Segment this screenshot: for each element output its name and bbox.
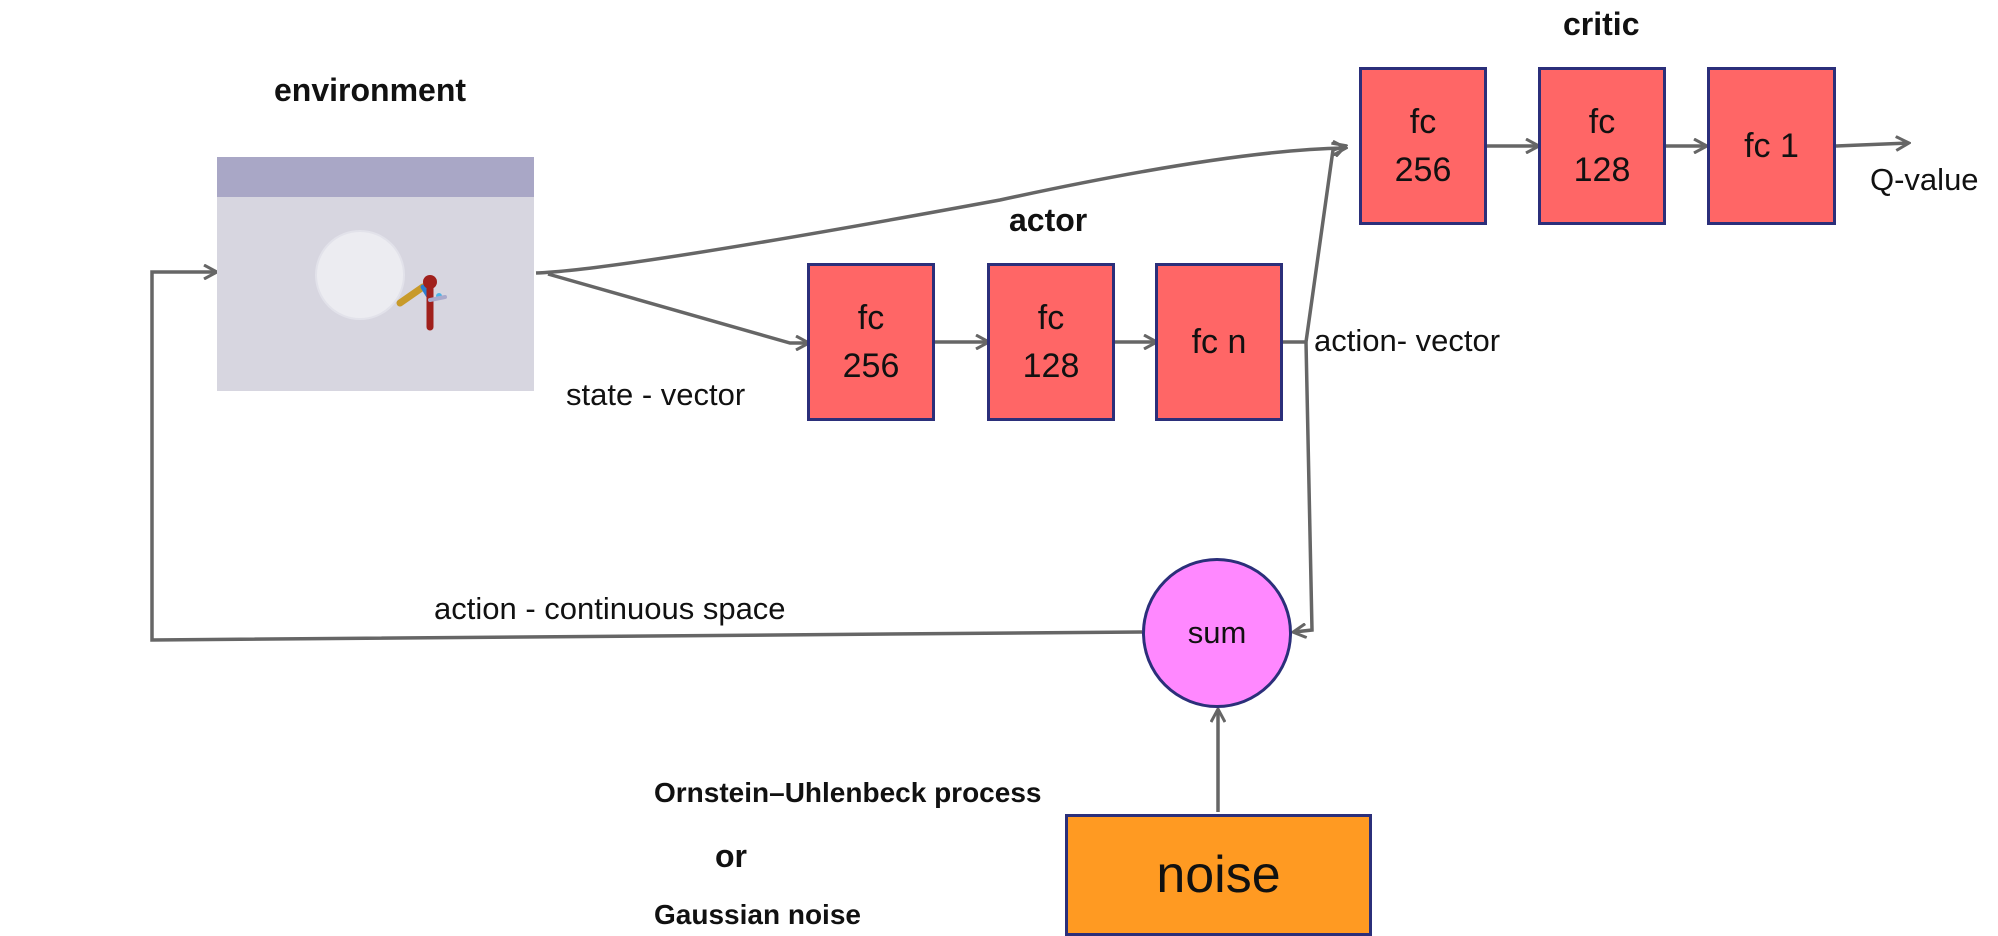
critic-fc128-layer: fc 128 <box>1538 67 1666 225</box>
arrow-state-to-actor <box>547 272 808 343</box>
critic-fc256-layer: fc 256 <box>1359 67 1487 225</box>
critic-fc128-name: fc <box>1588 103 1616 141</box>
critic-fc128-units: 128 <box>1573 151 1631 189</box>
critic-title: critic <box>1563 6 1640 42</box>
actor-title: actor <box>1009 202 1088 238</box>
q-value-label: Q-value <box>1870 162 1979 197</box>
actor-fcn-name: fc n <box>1191 323 1247 361</box>
actor-fc128-units: 128 <box>1022 347 1080 385</box>
actor-fc256-layer: fc 256 <box>807 263 935 421</box>
arrow-action-to-sum <box>1294 341 1314 632</box>
critic-fc256-units: 256 <box>1394 151 1452 189</box>
environment-title: environment <box>274 72 467 108</box>
environment-render <box>217 157 534 391</box>
arrow-action-to-critic <box>1304 146 1345 343</box>
actor-fc256-units: 256 <box>842 347 900 385</box>
actor-fc128-layer: fc 128 <box>987 263 1115 421</box>
state-vector-label: state - vector <box>566 377 746 412</box>
arrow-critic-to-qvalue <box>1835 143 1908 146</box>
gaussian-noise-label: Gaussian noise <box>654 899 861 930</box>
actor-fc256-name: fc <box>857 299 885 337</box>
arrow-state-to-critic <box>535 148 1345 275</box>
actor-fc128-name: fc <box>1037 299 1065 337</box>
action-continuous-label: action - continuous space <box>434 591 786 626</box>
arrow-feedback-to-env <box>150 272 1143 642</box>
or-label: or <box>715 838 747 874</box>
actor-fcn-layer: fc n <box>1155 263 1283 421</box>
reacher-robot-icon <box>315 230 447 331</box>
action-vector-label: action- vector <box>1314 323 1501 358</box>
critic-fc256-name: fc <box>1409 103 1437 141</box>
noise-label: noise <box>1156 846 1281 904</box>
critic-fc1-name: fc 1 <box>1744 127 1799 165</box>
critic-fc1-layer: fc 1 <box>1707 67 1836 225</box>
sum-node: sum <box>1142 558 1292 708</box>
environment-sky <box>217 157 534 197</box>
ou-process-label: Ornstein–Uhlenbeck process <box>654 777 1042 808</box>
sum-label: sum <box>1187 615 1247 650</box>
noise-box: noise <box>1065 814 1372 936</box>
